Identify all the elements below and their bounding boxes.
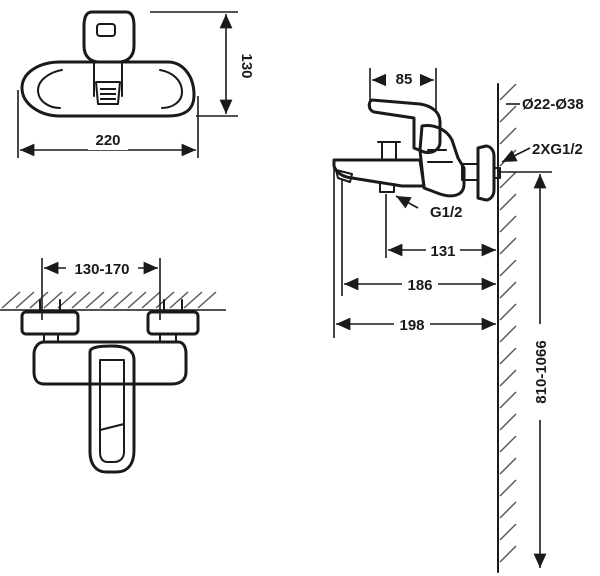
side-handle-label: 85 [396,71,413,88]
side-install-height-label: 810-1066 [533,340,550,403]
wall-hatch-front [1,291,217,309]
top-view: 130 220 [17,10,255,158]
side-198-label: 198 [399,317,424,334]
side-outlet-label: G1/2 [430,204,463,221]
side-186-label: 186 [407,277,432,294]
top-height-label: 130 [238,53,255,78]
side-pipe-label: Ø22-Ø38 [522,96,584,113]
front-spacing-label: 130-170 [74,261,129,278]
side-view: 85 G1/2 Ø22-Ø38 2XG1/2 131 [332,68,584,573]
top-width-label: 220 [95,132,120,149]
front-view: 130-170 [0,258,226,474]
side-inlet-label: 2XG1/2 [532,141,583,158]
side-131-label: 131 [430,243,455,260]
